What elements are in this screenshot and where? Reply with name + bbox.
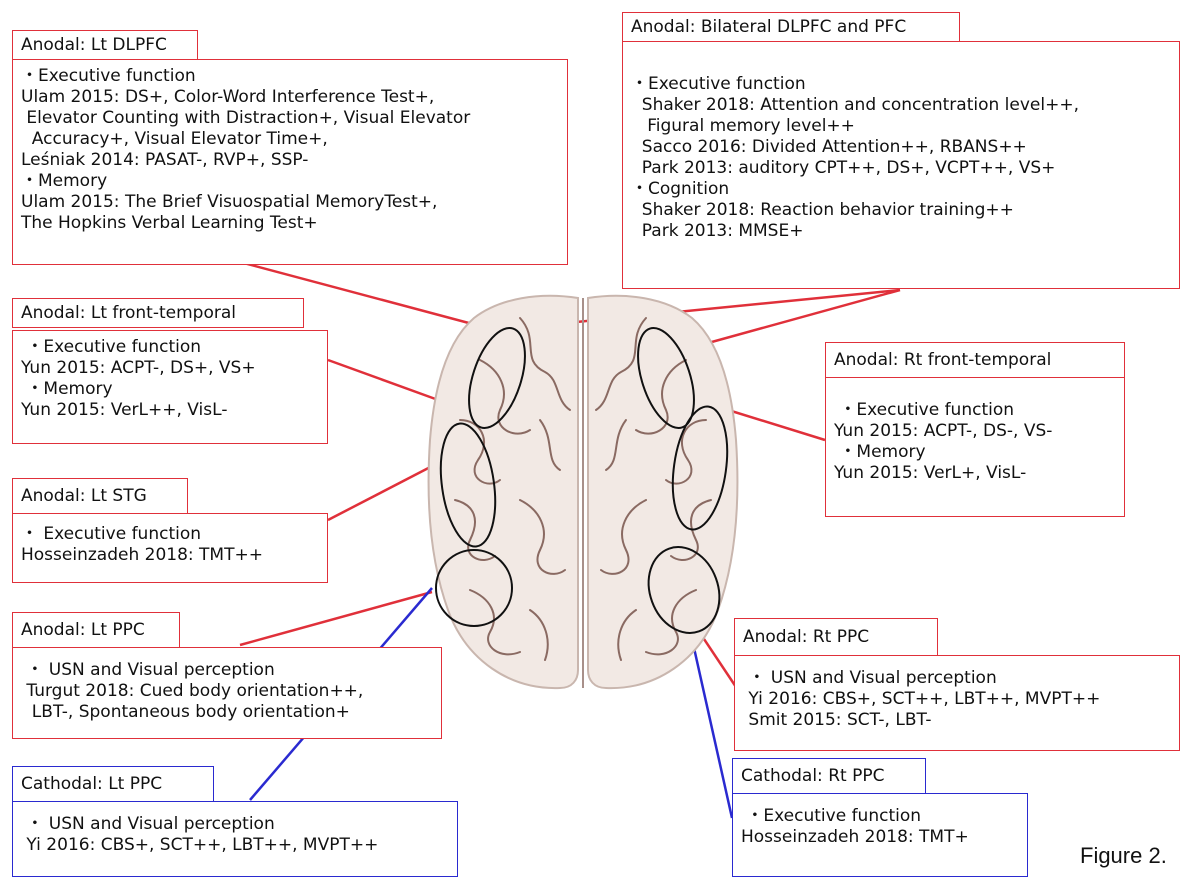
panel-cath-rt-ppc-title: Cathodal: Rt PPC [732,758,926,794]
region-rt-ppc [647,546,721,634]
region-lt-dlpfc [468,326,526,430]
line: Hosseinzadeh 2018: TMT+ [741,827,969,847]
connector-lt-fronttemporal [327,358,453,407]
line: Ulam 2015: The Brief Visuospatial Memory… [21,192,438,212]
line: Figural memory level++ [631,116,855,136]
line: ・ Executive function [21,524,202,544]
panel-rt-ppc: ・ USN and Visual perception Yi 2016: CBS… [734,655,1180,751]
panel-lt-ppc: ・ USN and Visual perception Turgut 2018:… [12,647,442,739]
panel-lt-stg-title: Anodal: Lt STG [12,478,188,514]
panel-title: Anodal: Lt DLPFC [21,35,167,55]
line: Yun 2015: VerL+, VisL- [834,463,1027,483]
panel-cath-rt-ppc: ・Executive function Hosseinzadeh 2018: T… [732,793,1028,877]
line: Ulam 2015: DS+, Color-Word Interference … [21,87,435,107]
panel-title: Anodal: Rt front-temporal [834,350,1052,370]
panel-rt-fronttemporal: ・Executive function Yun 2015: ACPT-, DS-… [825,377,1125,517]
panel-rt-ppc-title: Anodal: Rt PPC [734,618,938,656]
line: Park 2013: auditory CPT++, DS+, VCPT++, … [631,158,1056,178]
line: ・Executive function [21,337,202,357]
line: ・Executive function [631,74,806,94]
region-outlines [435,326,729,634]
panel-body: ・ USN and Visual perception Yi 2016: CBS… [13,802,457,862]
line: Sacco 2016: Divided Attention++, RBANS++ [631,137,1027,157]
panel-lt-fronttemporal: ・Executive function Yun 2015: ACPT-, DS+… [12,330,328,444]
panel-title: Anodal: Bilateral DLPFC and PFC [631,17,907,37]
panel-body: ・ USN and Visual perception Turgut 2018:… [13,648,441,729]
line: Smit 2015: SCT-, LBT- [743,710,932,730]
panel-body: ・Executive function Hosseinzadeh 2018: T… [733,794,1027,854]
line: ・Executive function [21,66,196,86]
region-lt-temporal [439,422,497,548]
line: ・Executive function [834,400,1015,420]
line: ・Cognition [631,179,730,199]
panel-bilateral-title: Anodal: Bilateral DLPFC and PFC [622,12,960,42]
line: Hosseinzadeh 2018: TMT++ [21,545,263,565]
panel-lt-stg: ・ Executive function Hosseinzadeh 2018: … [12,513,328,583]
brain-sulci [454,317,712,661]
panel-lt-ppc-title: Anodal: Lt PPC [12,612,180,648]
right-hemisphere [587,294,739,690]
line: Leśniak 2014: PASAT-, RVP+, SSP- [21,150,309,170]
panel-body: ・ Executive function Hosseinzadeh 2018: … [13,514,327,572]
line: ・ USN and Visual perception [743,668,997,688]
line: ・Memory [21,379,113,399]
line: LBT-, Spontaneous body orientation+ [21,702,350,722]
line: Yi 2016: CBS+, SCT++, LBT++, MVPT++ [743,689,1101,709]
panel-body: ・Executive function Shaker 2018: Attenti… [623,42,1179,248]
line: Shaker 2018: Attention and concentration… [631,95,1079,115]
panel-title: Anodal: Lt front-temporal [21,303,236,323]
panel-rt-fronttemporal-title: Anodal: Rt front-temporal [825,342,1125,378]
connector-lt-stg [327,460,441,522]
line: The Hopkins Verbal Learning Test+ [21,213,318,233]
region-rt-temporal [671,405,729,531]
figure-label: Figure 2. [1080,843,1167,868]
panel-title: Cathodal: Rt PPC [741,766,885,786]
panel-title: Anodal: Lt STG [21,486,147,506]
panel-body: ・Executive function Yun 2015: ACPT-, DS+… [13,331,327,427]
line: Yi 2016: CBS+, SCT++, LBT++, MVPT++ [21,835,379,855]
panel-lt-dlpfc-title: Anodal: Lt DLPFC [12,30,198,60]
connector-lt-ppc [239,590,433,647]
panel-body: ・Executive function Yun 2015: ACPT-, DS-… [826,378,1124,490]
panel-cath-lt-ppc-title: Cathodal: Lt PPC [12,766,214,802]
panel-body: ・Executive function Ulam 2015: DS+, Colo… [13,60,567,240]
panel-lt-dlpfc: ・Executive function Ulam 2015: DS+, Colo… [12,59,568,265]
line: Accuracy+, Visual Elevator Time+, [21,129,328,149]
line: ・ USN and Visual perception [21,814,275,834]
connector-lt-dlpfc [239,260,496,332]
line: Park 2013: MMSE+ [631,221,804,241]
line: ・Memory [834,442,926,462]
panel-bilateral: ・Executive function Shaker 2018: Attenti… [622,41,1180,289]
panel-cath-lt-ppc: ・ USN and Visual perception Yi 2016: CBS… [12,801,458,877]
panel-title: Cathodal: Lt PPC [21,774,163,794]
panel-body: ・ USN and Visual perception Yi 2016: CBS… [735,656,1179,737]
panel-title: Anodal: Lt PPC [21,620,145,640]
line: ・Executive function [741,806,922,826]
connector-cath-rt-ppc [688,629,734,819]
line: Yun 2015: ACPT-, DS-, VS- [834,421,1053,441]
line: Yun 2015: VerL++, VisL- [21,400,228,420]
line: Turgut 2018: Cued body orientation++, [21,681,364,701]
connector-bilateral-right [689,288,901,350]
connector-rt-ppc [696,629,740,691]
region-rt-dlpfc [637,326,695,430]
left-hemisphere [427,294,579,690]
panel-title: Anodal: Rt PPC [743,627,870,647]
line: Yun 2015: ACPT-, DS+, VS+ [21,358,256,378]
line: ・ USN and Visual perception [21,660,275,680]
line: Shaker 2018: Reaction behavior training+… [631,200,1014,220]
region-lt-ppc [435,549,513,627]
panel-lt-fronttemporal-title: Anodal: Lt front-temporal [12,298,304,328]
brain [427,294,739,690]
line: Elevator Counting with Distraction+, Vis… [21,108,471,128]
line: ・Memory [21,171,108,191]
